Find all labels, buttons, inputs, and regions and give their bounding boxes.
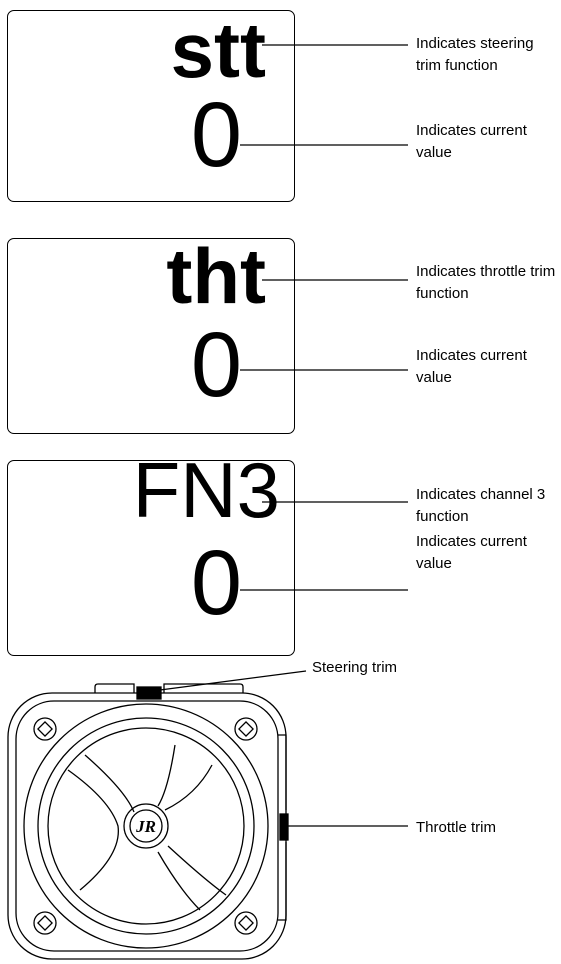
lcd-panel-channel-3: FN3 0 xyxy=(7,451,295,656)
current-value-2: 0 xyxy=(190,314,242,416)
callout-throttle-trim-function: Indicates throttle trim function xyxy=(416,263,556,302)
label-throttle-trim: Throttle trim xyxy=(416,819,497,836)
callout-current-value-1: Indicates current value xyxy=(416,122,527,161)
current-value-3: 0 xyxy=(190,532,242,634)
transmitter-drawing xyxy=(7,683,289,960)
current-value-1: 0 xyxy=(190,84,242,186)
lcd-panel-throttle-trim: tht 0 xyxy=(7,232,295,434)
callout-steering-trim-function: Indicates steering trim function xyxy=(416,35,534,74)
callout-current-value-2: Indicates current value xyxy=(416,347,527,386)
jr-logo: JR xyxy=(135,817,156,836)
function-code-stt: stt xyxy=(170,6,266,94)
leader-line-steering-trim xyxy=(159,670,307,691)
corner-screw-icon xyxy=(33,911,57,935)
function-code-fn3: FN3 xyxy=(132,446,280,534)
label-steering-trim: Steering trim xyxy=(312,659,398,676)
function-code-tht: tht xyxy=(166,232,266,320)
steering-wheel xyxy=(23,703,269,949)
corner-screw-icon xyxy=(234,717,258,741)
throttle-trim-knob xyxy=(279,813,289,841)
lcd-panel-steering-trim: stt 0 xyxy=(7,10,295,202)
callout-channel-3-function: Indicates channel 3 function xyxy=(416,486,546,525)
corner-screw-icon xyxy=(33,717,57,741)
callout-current-value-3: Indicates current value xyxy=(416,533,527,572)
corner-screw-icon xyxy=(234,911,258,935)
